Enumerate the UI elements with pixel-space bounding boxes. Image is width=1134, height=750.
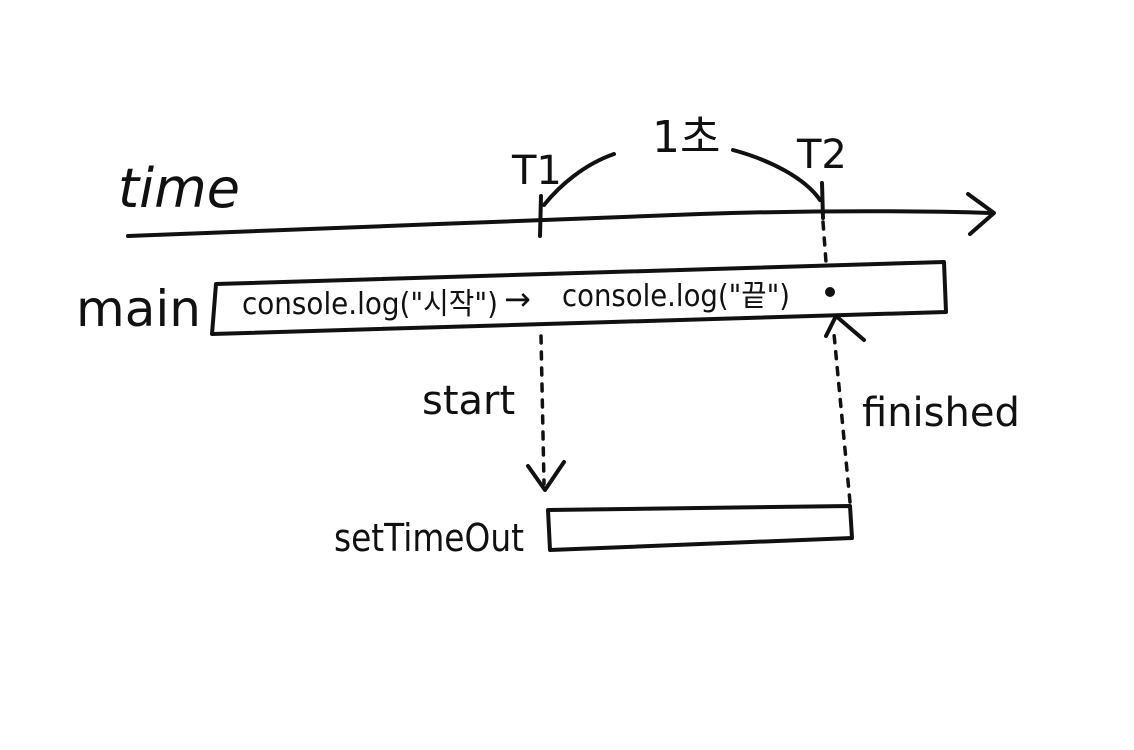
duration-arc-right: [731, 148, 822, 202]
start-label: start: [422, 378, 515, 424]
start-arrowhead: [526, 460, 566, 492]
start-dotted-line: [539, 334, 546, 486]
t1-tick: [538, 194, 543, 238]
t1-label: T1: [511, 148, 562, 194]
settimeout-bar: [546, 504, 854, 552]
duration-label: 1초: [652, 112, 720, 163]
t2-to-main-dotted: [821, 220, 828, 264]
main-call-end: console.log("끝"): [562, 279, 790, 314]
main-call-start: console.log("시작"): [242, 287, 498, 322]
finished-dotted-line: [832, 332, 852, 504]
time-label: time: [118, 157, 240, 220]
finished-label: finished: [862, 390, 1020, 436]
time-axis-line: [126, 209, 992, 238]
main-label: main: [76, 280, 201, 338]
t2-tick: [820, 181, 825, 220]
time-axis-arrowhead: [966, 192, 996, 236]
finished-arrowhead: [824, 314, 866, 342]
main-bar: [210, 260, 948, 336]
main-call-arrow: →: [504, 280, 531, 318]
t2-label: T2: [796, 132, 847, 178]
settimeout-label: setTimeOut: [334, 516, 524, 560]
completion-dot: [825, 287, 835, 297]
duration-arc-left: [542, 152, 616, 207]
